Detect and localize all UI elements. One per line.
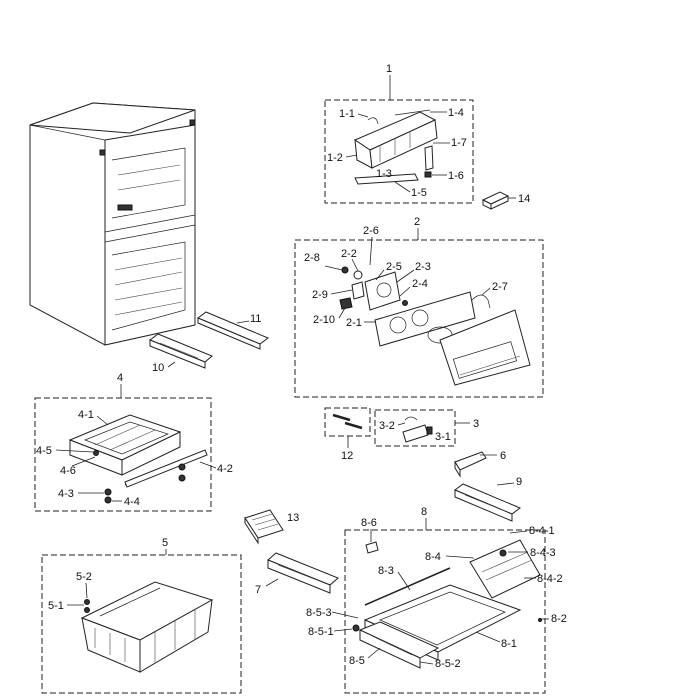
label-14: 14	[518, 193, 530, 205]
label-2-9: 2-9	[312, 289, 328, 301]
label-8-4: 8-4	[425, 551, 441, 563]
label-2-6: 2-6	[363, 225, 379, 237]
label-2-4: 2-4	[412, 278, 428, 290]
assembly-8-parts	[352, 539, 542, 669]
assembly-3-parts	[402, 416, 433, 443]
label-6: 6	[500, 450, 506, 462]
part-9-shape	[454, 483, 521, 522]
label-8-5-3: 8-5-3	[306, 607, 332, 619]
label-5: 5	[162, 537, 168, 549]
label-8: 8	[421, 506, 427, 518]
assembly-2-box	[294, 239, 544, 398]
label-11: 11	[250, 313, 261, 325]
label-4-3: 4-3	[58, 488, 74, 500]
label-1-3: 1-3	[376, 168, 392, 180]
label-1-1: 1-1	[339, 108, 355, 120]
label-4-1: 4-1	[78, 409, 94, 421]
label-8-3: 8-3	[378, 565, 394, 577]
label-2: 2	[414, 216, 420, 228]
label-2-3: 2-3	[415, 261, 431, 273]
label-1-4: 1-4	[448, 107, 464, 119]
label-8-4-3: 8-4-3	[530, 547, 556, 559]
label-8-4-2: 8-4-2	[537, 573, 563, 585]
label-2-2: 2-2	[341, 248, 357, 260]
label-7: 7	[255, 584, 261, 596]
part-7-shape	[267, 552, 339, 594]
assembly-4-parts	[68, 414, 208, 504]
part-13-shape	[244, 509, 284, 545]
part-12-shape	[332, 413, 363, 430]
label-4-5: 4-5	[36, 445, 52, 457]
label-8-4-1: 8-4-1	[529, 525, 555, 537]
assembly-1-box	[324, 99, 474, 204]
assembly-2-parts	[339, 266, 531, 386]
label-1-5: 1-5	[411, 187, 427, 199]
label-4-2: 4-2	[217, 463, 233, 475]
part-6-shape	[454, 451, 487, 478]
part-10-shape	[148, 333, 213, 369]
label-9: 9	[516, 476, 522, 488]
assembly-8-box	[344, 529, 546, 694]
label-1-2: 1-2	[327, 152, 343, 164]
label-1: 1	[386, 63, 392, 75]
assembly-3-box	[374, 409, 456, 447]
label-2-1: 2-1	[346, 317, 362, 329]
label-8-2: 8-2	[551, 613, 567, 625]
label-10: 10	[152, 362, 164, 374]
label-1-7: 1-7	[451, 137, 467, 149]
assembly-5-parts	[80, 581, 214, 673]
label-5-2: 5-2	[76, 571, 92, 583]
label-8-1: 8-1	[501, 638, 517, 650]
label-4-6: 4-6	[60, 465, 76, 477]
label-2-10: 2-10	[313, 314, 335, 326]
label-2-7: 2-7	[492, 281, 508, 293]
label-1-6: 1-6	[448, 170, 464, 182]
label-12: 12	[341, 450, 353, 462]
label-8-6: 8-6	[361, 517, 377, 529]
label-2-5: 2-5	[386, 261, 402, 273]
assembly-1-parts	[353, 109, 438, 185]
refrigerator-cabinet	[29, 102, 196, 346]
part-11-shape	[197, 311, 269, 350]
assembly-12-box	[324, 407, 371, 437]
label-8-5: 8-5	[349, 655, 365, 667]
label-8-5-1: 8-5-1	[308, 626, 334, 638]
label-3: 3	[473, 418, 479, 430]
label-8-5-2: 8-5-2	[435, 658, 461, 670]
label-5-1: 5-1	[48, 600, 64, 612]
label-4: 4	[117, 372, 123, 384]
label-4-4: 4-4	[124, 496, 140, 508]
label-2-8: 2-8	[304, 252, 320, 264]
part-14-shape	[481, 191, 510, 210]
label-3-1: 3-1	[435, 431, 451, 443]
assembly-5-box	[41, 554, 242, 694]
label-13: 13	[287, 512, 299, 524]
label-3-2: 3-2	[379, 420, 395, 432]
